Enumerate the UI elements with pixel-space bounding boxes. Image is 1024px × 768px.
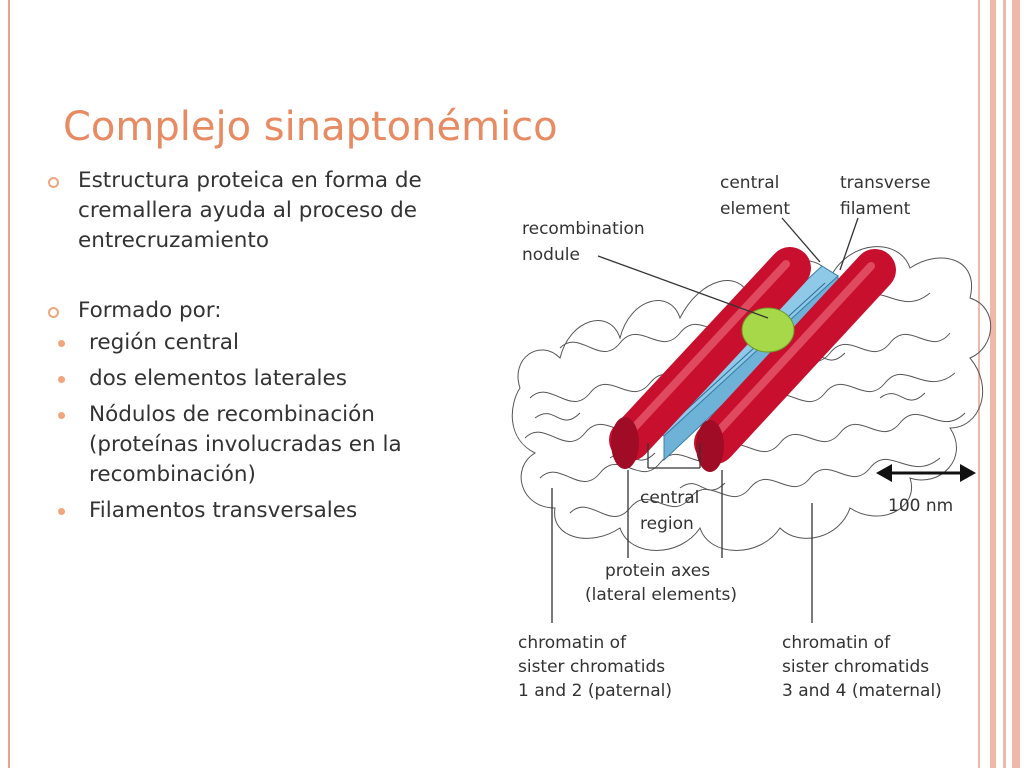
- sub-bullet-item: región central: [18, 328, 508, 358]
- slide-border-right: [978, 0, 980, 768]
- sub-bullet-text: Filamentos transversales: [89, 498, 358, 523]
- sub-bullet-text: dos elementos laterales: [89, 366, 347, 391]
- bullet-list: Estructura proteica en forma de cremalle…: [48, 166, 478, 532]
- label-recombination-nodule: nodule: [522, 245, 580, 265]
- label-transverse-filament: transverse: [840, 173, 931, 193]
- bullet-item: Estructura proteica en forma de cremalle…: [48, 166, 478, 256]
- recombination-nodule-shape: [741, 307, 795, 353]
- label-chromatin-paternal: 1 and 2 (paternal): [518, 681, 672, 701]
- label-recombination-nodule: recombination: [522, 219, 645, 239]
- label-central-region: region: [640, 514, 694, 534]
- bullet-text: Estructura proteica en forma de cremalle…: [78, 168, 422, 253]
- label-protein-axes: (lateral elements): [585, 585, 737, 605]
- label-transverse-filament: filament: [840, 199, 911, 219]
- slide-title: Complejo sinaptonémico: [63, 104, 558, 150]
- sub-bullet-text: región central: [89, 330, 239, 355]
- label-central-element: element: [720, 199, 790, 219]
- label-chromatin-maternal: 3 and 4 (maternal): [782, 681, 942, 701]
- protein-axis-right: [694, 249, 896, 472]
- synaptonemal-complex-diagram: 100 nm central element transverse filame…: [511, 173, 992, 701]
- label-central-element: central: [720, 173, 779, 193]
- scale-label: 100 nm: [888, 496, 953, 516]
- sub-bullet-item: dos elementos laterales: [18, 364, 508, 394]
- sub-bullet-list: región central dos elementos laterales N…: [48, 328, 508, 526]
- label-chromatin-paternal: chromatin of: [518, 633, 627, 653]
- slide-border-right: [990, 0, 996, 768]
- slide-border-right: [1012, 0, 1020, 768]
- sub-bullet-marker: [58, 508, 65, 515]
- label-chromatin-maternal: sister chromatids: [782, 657, 929, 677]
- sub-bullet-marker: [58, 340, 65, 347]
- bullet-marker: [48, 307, 59, 318]
- sub-bullet-text: Nódulos de recombinación (proteínas invo…: [89, 402, 402, 487]
- label-chromatin-maternal: chromatin of: [782, 633, 891, 653]
- sub-bullet-item: Nódulos de recombinación (proteínas invo…: [18, 400, 429, 490]
- sub-bullet-item: Filamentos transversales: [18, 496, 508, 526]
- scale-bar: 100 nm: [876, 464, 976, 516]
- label-central-region: central: [640, 488, 699, 508]
- sub-bullet-marker: [58, 412, 65, 419]
- sub-bullet-marker: [58, 376, 65, 383]
- slide-border-left: [8, 0, 10, 768]
- leader-lines: [551, 217, 859, 623]
- slide-border-right: [1003, 0, 1006, 768]
- bullet-marker: [48, 177, 59, 188]
- bullet-item: Formado por:: [48, 296, 478, 326]
- protein-axis-left: [609, 247, 811, 469]
- label-chromatin-paternal: sister chromatids: [518, 657, 665, 677]
- bullet-text: Formado por:: [78, 298, 222, 323]
- label-protein-axes: protein axes: [605, 561, 710, 581]
